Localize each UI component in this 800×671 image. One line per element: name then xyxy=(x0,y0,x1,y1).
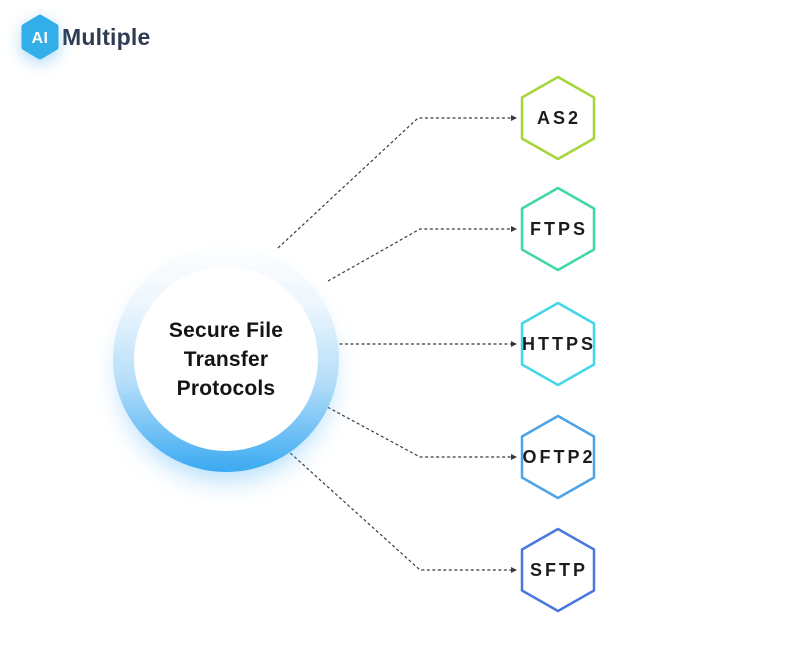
connector-oftp2 xyxy=(317,401,517,460)
brand-text: Multiple xyxy=(62,23,151,50)
node-label-oftp2: OFTP2 xyxy=(522,447,595,467)
node-https: HTTPS xyxy=(520,301,596,387)
node-hexagon-oftp2 xyxy=(520,414,596,500)
logo-hexagon-text: AI xyxy=(32,30,49,47)
node-hexagon-https xyxy=(520,301,596,387)
connector-sftp xyxy=(277,441,517,573)
logo-hexagon-icon: AI xyxy=(21,14,59,60)
node-as2: AS2 xyxy=(520,75,596,161)
central-topic-circle: Secure File Transfer Protocols xyxy=(113,246,339,472)
node-hexagon-as2 xyxy=(520,75,596,161)
node-label-as2: AS2 xyxy=(537,108,581,128)
connector-ftps xyxy=(327,226,517,282)
central-topic-title: Secure File Transfer Protocols xyxy=(168,318,284,400)
node-hexagon-sftp xyxy=(520,527,596,613)
node-sftp: SFTP xyxy=(520,527,596,613)
node-hexagon-ftps xyxy=(520,186,596,272)
node-label-ftps: FTPS xyxy=(530,219,588,239)
node-label-https: HTTPS xyxy=(522,334,596,354)
logo-hexagon-shape xyxy=(21,14,59,60)
node-ftps: FTPS xyxy=(520,186,596,272)
central-topic-inner: Secure File Transfer Protocols xyxy=(134,267,318,451)
node-oftp2: OFTP2 xyxy=(520,414,596,500)
aimultiple-logo: AI Multiple xyxy=(20,14,150,60)
node-label-sftp: SFTP xyxy=(530,560,588,580)
